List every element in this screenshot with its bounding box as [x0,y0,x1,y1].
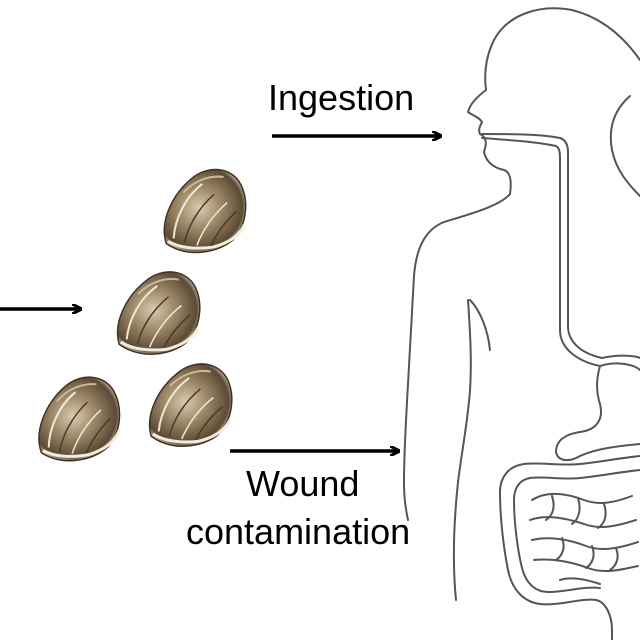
oyster-shell-icon [154,164,254,259]
chest-line [469,299,491,351]
label-ingestion: Ingestion [268,77,415,118]
large-intestine [499,455,640,640]
mouth-cavity [481,133,569,153]
large-intestine-inner [513,469,640,593]
label-wound: Wound [246,463,360,504]
small-intestine-folds [545,495,619,571]
small-intestine [529,493,639,585]
oyster-shell-icon [142,359,238,452]
oyster-shell-icon [110,267,206,360]
esophagus-inner [567,151,603,359]
esophagus [481,137,601,367]
arm-outline [452,299,472,601]
label-contamination: contamination [186,511,411,552]
oyster-shell-icon [27,370,129,468]
human-figure [403,7,640,640]
head-outline [467,7,640,195]
torso-front [403,193,511,521]
stomach [555,354,640,462]
neck-back [609,95,640,197]
